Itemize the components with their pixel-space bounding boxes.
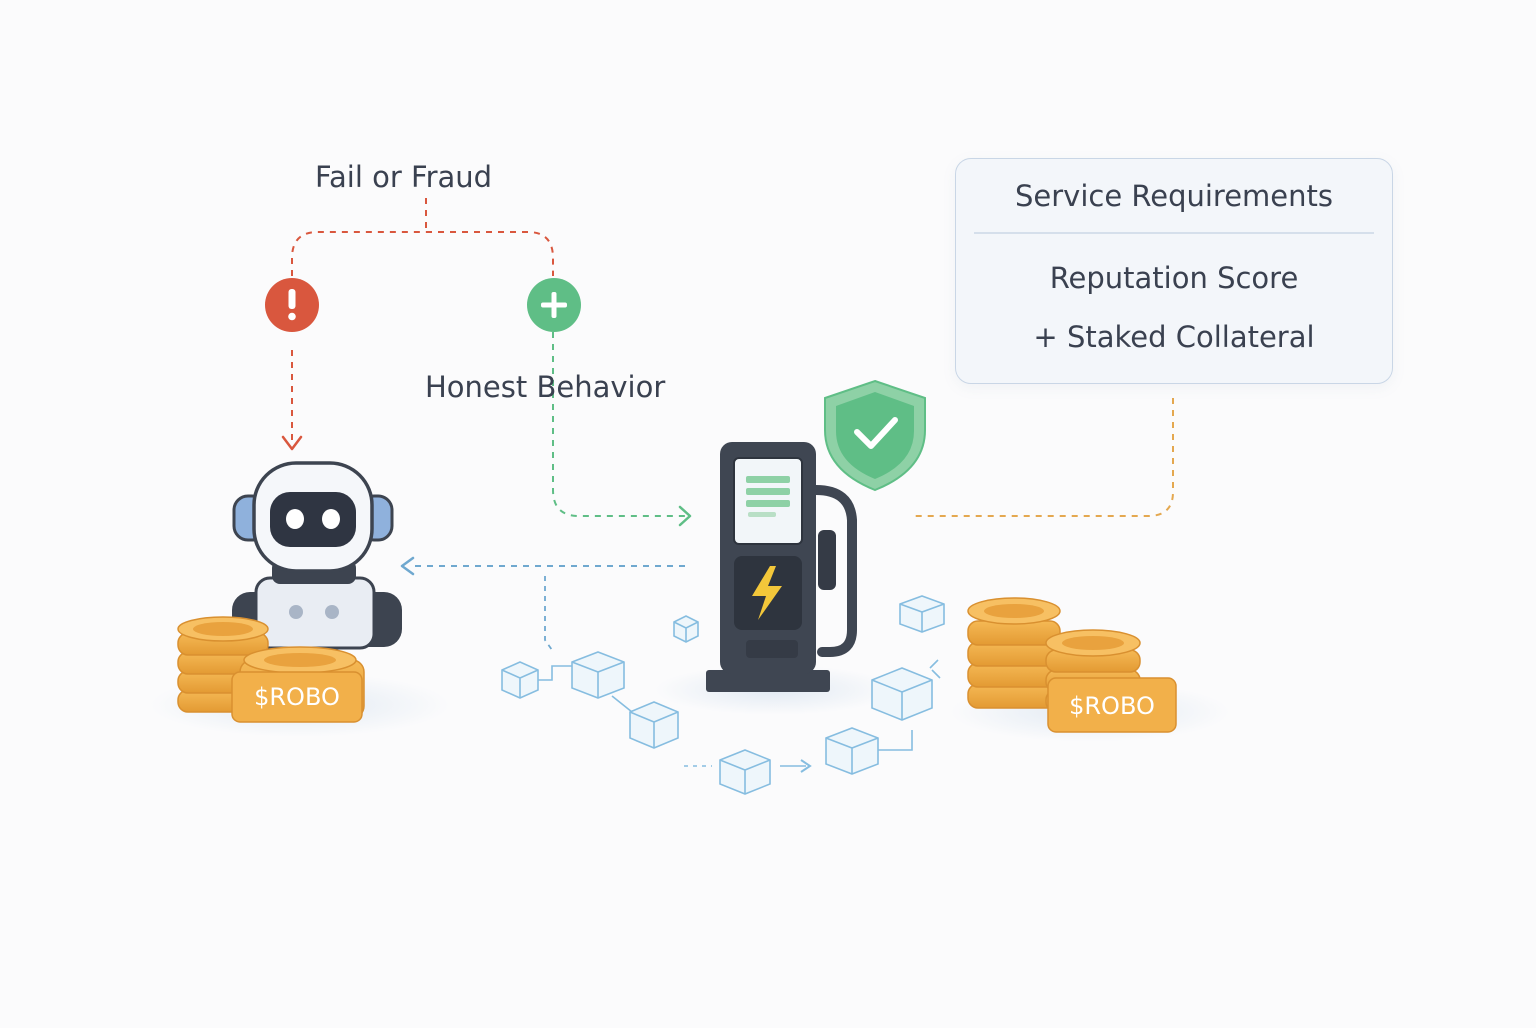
robot-button-icon xyxy=(289,605,303,619)
service-requirements-card: Service Requirements Reputation Score + … xyxy=(955,158,1393,384)
cube-icon xyxy=(571,651,625,699)
cube-icon xyxy=(871,667,933,721)
station-nozzle xyxy=(818,530,836,590)
plus-icon xyxy=(527,278,581,332)
station-base xyxy=(706,670,830,692)
robot-button-icon xyxy=(325,605,339,619)
left-token-label: $ROBO xyxy=(254,683,340,711)
lightning-bolt-icon xyxy=(752,566,782,620)
reputation-score-label: Reputation Score xyxy=(1049,261,1299,295)
robot-torso xyxy=(254,576,376,650)
cube-icon xyxy=(673,615,699,643)
right-token-label: $ROBO xyxy=(1069,692,1155,720)
staked-collateral-label: + Staked Collateral xyxy=(1033,320,1315,354)
honest-behavior-label: Honest Behavior xyxy=(425,370,666,404)
data-flow-arrow xyxy=(400,556,685,651)
card-divider xyxy=(974,232,1374,234)
left-token-coin xyxy=(231,646,365,723)
cube-icon xyxy=(899,595,945,633)
honest-arrow xyxy=(552,332,692,527)
cube-icon xyxy=(629,701,679,749)
fail-arrow xyxy=(281,350,303,451)
cube-icon xyxy=(825,727,879,775)
requirements-link xyxy=(915,398,1174,517)
robot-eye-icon xyxy=(286,509,304,529)
cube-icon xyxy=(501,661,539,699)
right-token-coin xyxy=(1047,677,1177,733)
robot-eye-icon xyxy=(322,509,340,529)
robot xyxy=(232,461,402,650)
robot-visor xyxy=(270,492,356,547)
blockchain-cubes xyxy=(501,595,945,795)
cube-connectors xyxy=(538,659,941,773)
cube-icon xyxy=(719,749,771,795)
service-requirements-title: Service Requirements xyxy=(1014,179,1333,213)
shield-check-icon xyxy=(824,379,926,492)
exclamation-icon xyxy=(265,278,319,332)
fail-honest-connector xyxy=(291,198,554,276)
right-coin-stack xyxy=(967,597,1141,713)
fail-or-fraud-label: Fail or Fraud xyxy=(315,160,493,194)
station-cable xyxy=(811,485,857,657)
charging-station xyxy=(706,442,857,692)
